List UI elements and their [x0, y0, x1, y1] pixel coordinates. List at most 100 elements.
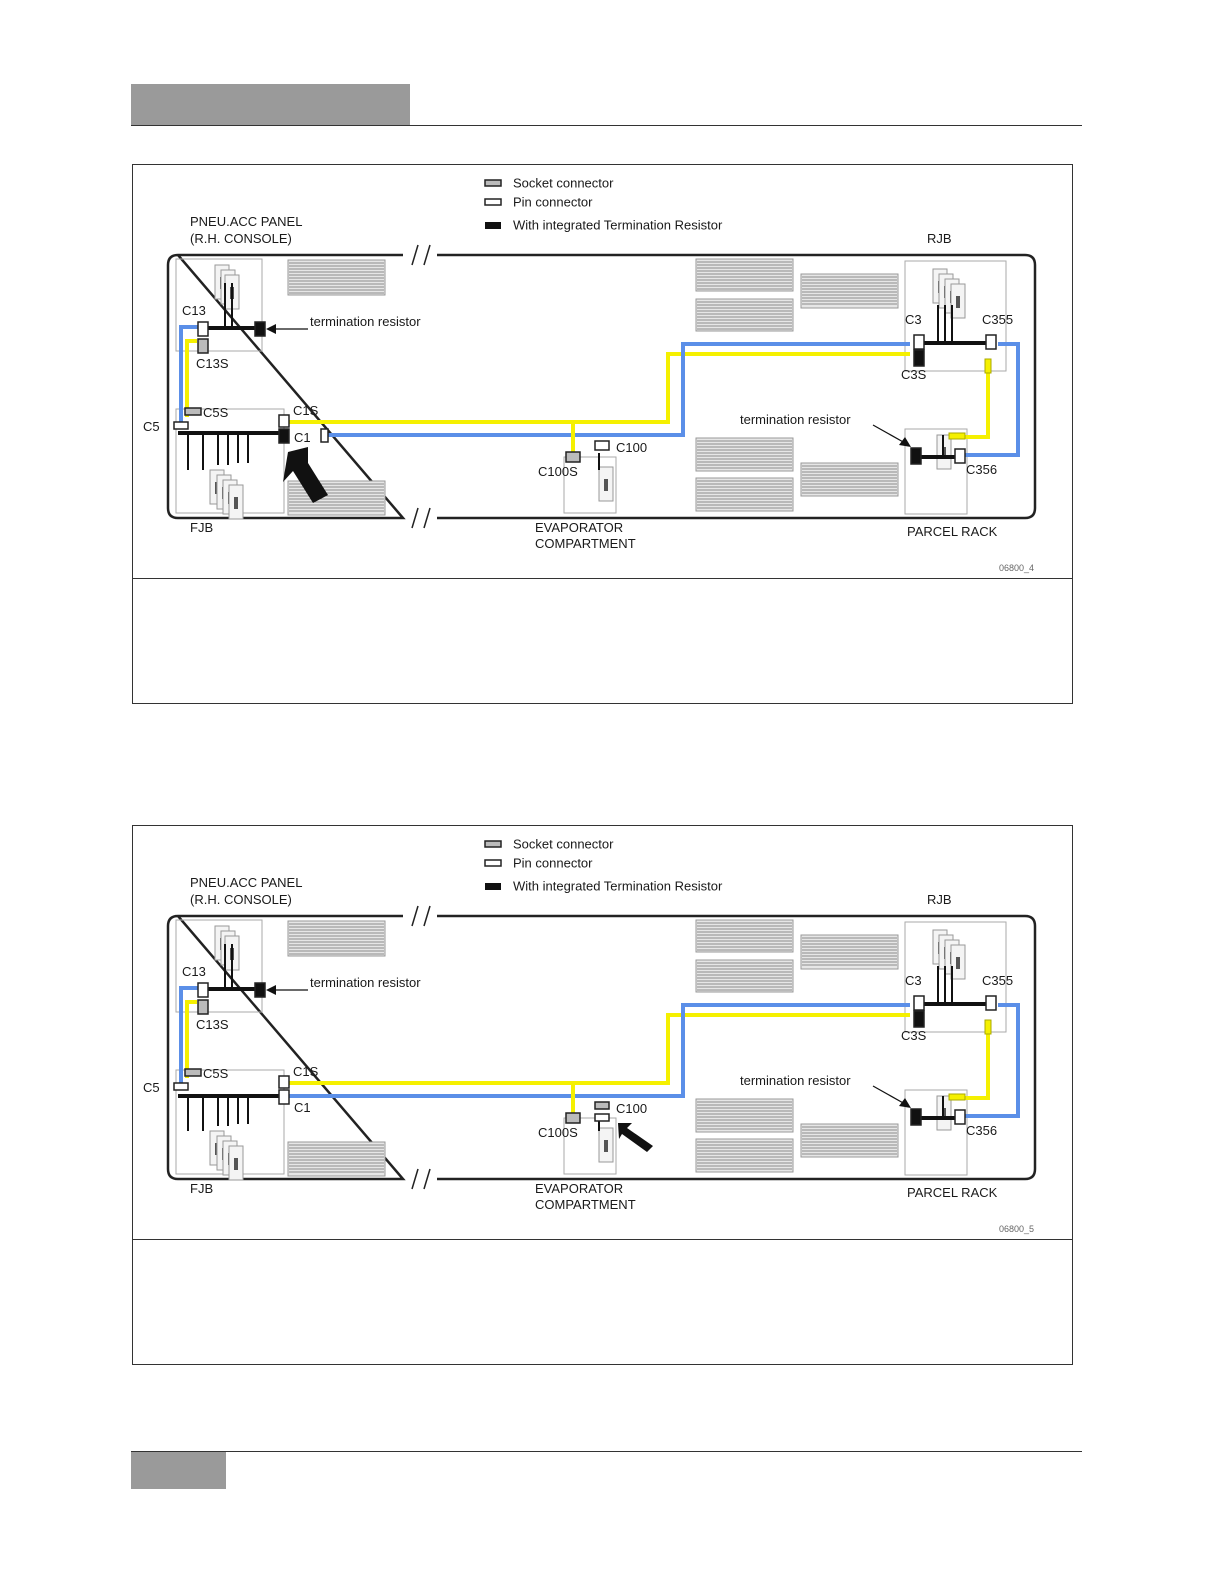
bus-bars	[178, 944, 991, 1131]
c5s-label: C5S	[203, 405, 229, 420]
rjb-label: RJB	[927, 231, 952, 246]
fjb-label: FJB	[190, 1181, 213, 1196]
parcel-rack-label: PARCEL RACK	[907, 524, 998, 539]
c13-termination-connector	[254, 321, 266, 337]
pneu-panel-box	[175, 258, 263, 352]
pin-legend-icon	[484, 859, 502, 867]
c3-label: C3	[905, 973, 922, 988]
footer-tab	[131, 1452, 226, 1489]
caption-area	[133, 1240, 1072, 1364]
caption-area	[133, 579, 1072, 703]
figure-id: 06800_4	[999, 563, 1034, 573]
pin-legend-icon	[484, 198, 502, 206]
termination-right-leader	[872, 424, 906, 444]
connectors	[173, 321, 997, 465]
termination-left-arrowhead	[266, 324, 276, 334]
c3s-label: C3S	[901, 367, 927, 382]
c100-pin-connector	[594, 1113, 610, 1122]
c355-label: C355	[982, 973, 1013, 988]
c3-connector	[913, 995, 925, 1011]
ecu-port-icon	[956, 296, 960, 308]
fjb-label: FJB	[190, 520, 213, 535]
c100-connector	[594, 440, 610, 451]
seat-grille	[695, 477, 794, 512]
seat-grille	[800, 934, 899, 970]
evaporator-box	[563, 1117, 617, 1175]
socket-legend-icon	[484, 179, 502, 187]
evaporator-label: EVAPORATOR	[535, 1181, 623, 1196]
pneu-panel-box	[175, 919, 263, 1013]
seat-grilles	[287, 919, 899, 1177]
seat-grilles	[287, 258, 899, 516]
c355-label: C355	[982, 312, 1013, 327]
legend-socket-label: Socket connector	[513, 836, 614, 851]
can-wiring	[179, 325, 1020, 457]
parcel-termination-connector	[910, 1108, 922, 1126]
c356-connector	[954, 448, 966, 464]
seat-grille	[287, 1141, 386, 1177]
ecu-port-icon	[604, 479, 608, 491]
c3s-label: C3S	[901, 1028, 927, 1043]
c5s-label: C5S	[203, 1066, 229, 1081]
evaporator-sublabel: COMPARTMENT	[535, 1197, 636, 1212]
pneu-panel-label: PNEU.ACC PANEL	[190, 214, 302, 229]
c1-label: C1	[294, 430, 311, 445]
parcel-rack-label: PARCEL RACK	[907, 1185, 998, 1200]
pneu-panel-sublabel: (R.H. CONSOLE)	[190, 231, 292, 246]
c100s-connector	[565, 451, 581, 463]
c100-label: C100	[616, 1101, 647, 1116]
c355-pin-connector	[984, 1019, 992, 1035]
termination-left-label: termination resistor	[310, 975, 421, 990]
c3s-connector	[913, 349, 925, 367]
c13-connector	[197, 982, 209, 998]
socket-legend-icon	[484, 840, 502, 848]
parcel-rack-box	[904, 1089, 968, 1176]
c1s-connector	[278, 414, 290, 428]
c1-connector	[278, 1089, 290, 1105]
resistor-legend-icon	[485, 222, 501, 229]
c3-label: C3	[905, 312, 922, 327]
resistor-legend-icon	[485, 883, 501, 890]
termination-left-label: termination resistor	[310, 314, 421, 329]
header-rule	[131, 125, 1082, 126]
termination-right-label: termination resistor	[740, 412, 851, 427]
c100-label: C100	[616, 440, 647, 455]
c13-label: C13	[182, 964, 206, 979]
c1-label: C1	[294, 1100, 311, 1115]
c1-connector	[278, 428, 290, 444]
legend-pin-label: Pin connector	[513, 194, 593, 209]
footer-rule	[131, 1451, 1082, 1452]
c1s-label: C1S	[293, 1064, 319, 1079]
c13s-label: C13S	[196, 356, 229, 371]
pneu-panel-sublabel: (R.H. CONSOLE)	[190, 892, 292, 907]
diagram-figure-2: Socket connector Pin connector With inte…	[132, 825, 1073, 1365]
c5-connector	[173, 1082, 189, 1091]
c5s-connector	[184, 407, 202, 416]
c355-pin-connector	[984, 358, 992, 374]
seat-grille	[695, 1138, 794, 1173]
rjb-box	[904, 260, 1007, 372]
c356-connector	[954, 1109, 966, 1125]
rjb-label: RJB	[927, 892, 952, 907]
bus-bars	[178, 283, 991, 470]
diagram-figure-1: Socket connector Pin connector With inte…	[132, 164, 1073, 704]
labels: PNEU.ACC PANEL (R.H. CONSOLE) RJB FJB EV…	[143, 214, 1034, 573]
rjb-box	[904, 921, 1007, 1033]
ecu-port-icon	[234, 1158, 238, 1170]
pneu-panel-label: PNEU.ACC PANEL	[190, 875, 302, 890]
can-bus-diagram: Socket connector Pin connector With inte…	[143, 175, 1037, 573]
termination-right-leader	[872, 1085, 906, 1105]
can-bus-diagram: Socket connector Pin connector With inte…	[143, 836, 1037, 1234]
seat-grille	[695, 1098, 794, 1133]
termination-right-arrowhead	[899, 1098, 911, 1108]
header-tab	[131, 84, 410, 126]
c13-connector	[197, 321, 209, 337]
legend-integrated-label: With integrated Termination Resistor	[513, 217, 723, 232]
ecu-port-icon	[604, 1140, 608, 1152]
c1s-connector	[278, 1075, 290, 1089]
c1-mate-connector	[320, 428, 329, 443]
c5-label: C5	[143, 419, 160, 434]
can-wiring	[179, 986, 1020, 1118]
evaporator-box	[563, 456, 617, 514]
c100s-label: C100S	[538, 1125, 578, 1140]
